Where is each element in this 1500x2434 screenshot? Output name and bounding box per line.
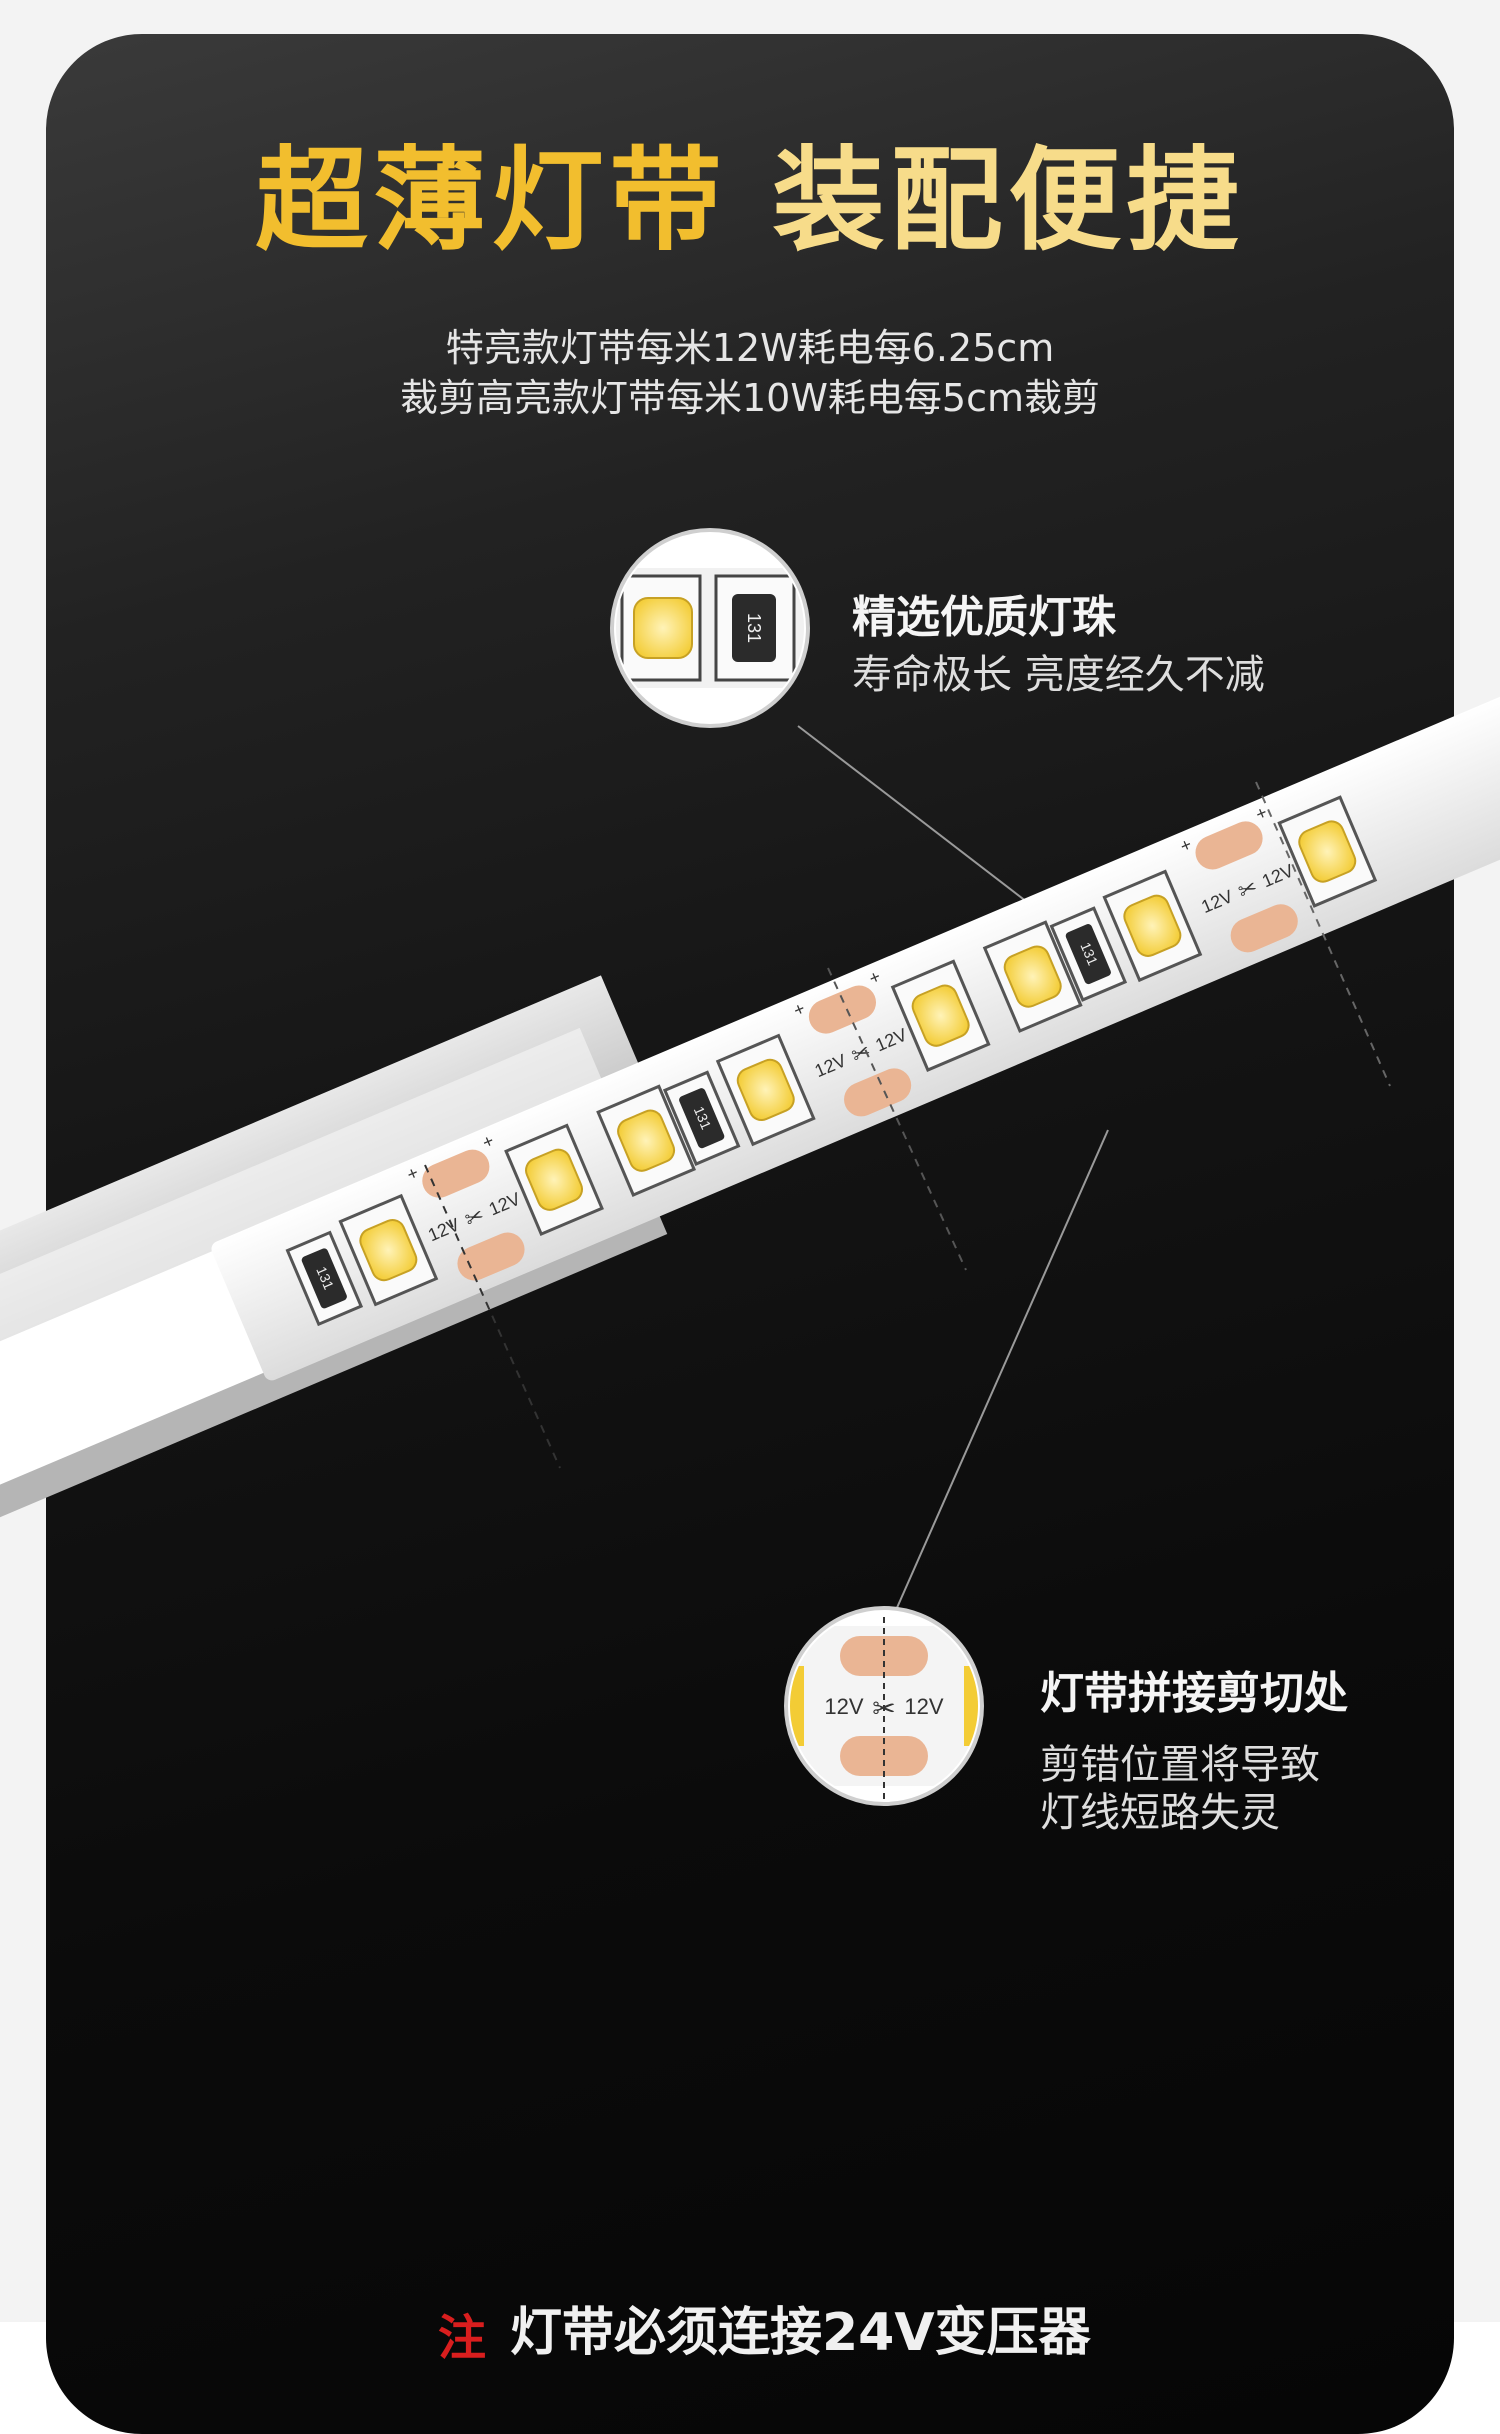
feature-cut-desc-line1: 剪错位置将导致 [1040,1742,1320,1788]
led-chip [1003,945,1062,1008]
solder-pad-top [1195,821,1263,870]
zoom-circle-cut-point: 12V 12V ✂ [784,1606,984,1806]
led-chip [359,1218,418,1282]
solder-pad-bottom [1230,904,1298,953]
led-chip [736,1058,795,1122]
headline-part1: 超薄灯带 [255,136,728,266]
resistor [301,1248,347,1309]
subtitle-line1: 特亮款灯带每米12W耗电每6.25cm [445,326,1055,370]
resistor [1065,924,1111,985]
feature-led-desc: 寿命极长 亮度经久不减 [852,652,1265,698]
led-chip [1123,894,1182,957]
scissors-icon: ✂ [872,1692,895,1725]
solder-pad-bottom [844,1068,912,1117]
led-chip [525,1148,584,1211]
subtitle-line2: 裁剪高亮款灯带每米10W耗电每5cm裁剪 [399,376,1100,420]
feature-cut-desc-line2: 灯线短路失灵 [1040,1790,1280,1836]
bottom-note-mark: 注 [438,2310,487,2366]
bottom-note-text: 灯带必须连接24V变压器 [430,2290,1091,2365]
solder-pad-top [422,1149,490,1198]
solder-pad-top [808,985,877,1034]
feature-cut-title: 灯带拼接剪切处 [1040,1668,1348,1719]
feature-led-title: 精选优质灯珠 [852,592,1116,643]
resistor [679,1088,725,1149]
cut-line-1 [424,1164,561,1469]
headline: 超薄灯带 装配便捷 [0,139,1500,263]
led-chip [911,984,970,1047]
zoom-voltage-left: 12V [824,1694,863,1719]
zoom-circle-led: 131 [610,528,810,728]
zoom-voltage-right: 12V [904,1694,943,1719]
headline-part2: 装配便捷 [772,136,1245,266]
leader-line-bottom [895,1129,1109,1611]
cut-line-2 [827,967,967,1271]
led-chip [1298,820,1357,883]
cut-line-3 [1255,781,1391,1087]
solder-pad-bottom [457,1232,525,1281]
led-chip [617,1109,676,1172]
bottom-note-label: 灯带必须连接24V变压器 [510,2303,1091,2363]
zoom-resistor-label: 131 [744,613,764,643]
